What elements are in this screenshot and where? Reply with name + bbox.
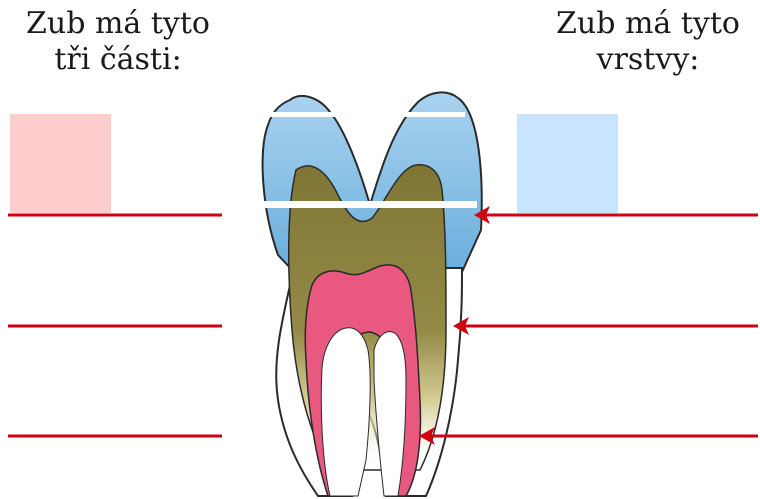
left-answer-lines bbox=[8, 215, 222, 436]
crown-white-band-top bbox=[255, 112, 465, 117]
pulp-inner-root-right bbox=[374, 332, 406, 496]
crown-white-band-middle bbox=[255, 201, 477, 208]
pulp-inner-root bbox=[321, 328, 370, 496]
